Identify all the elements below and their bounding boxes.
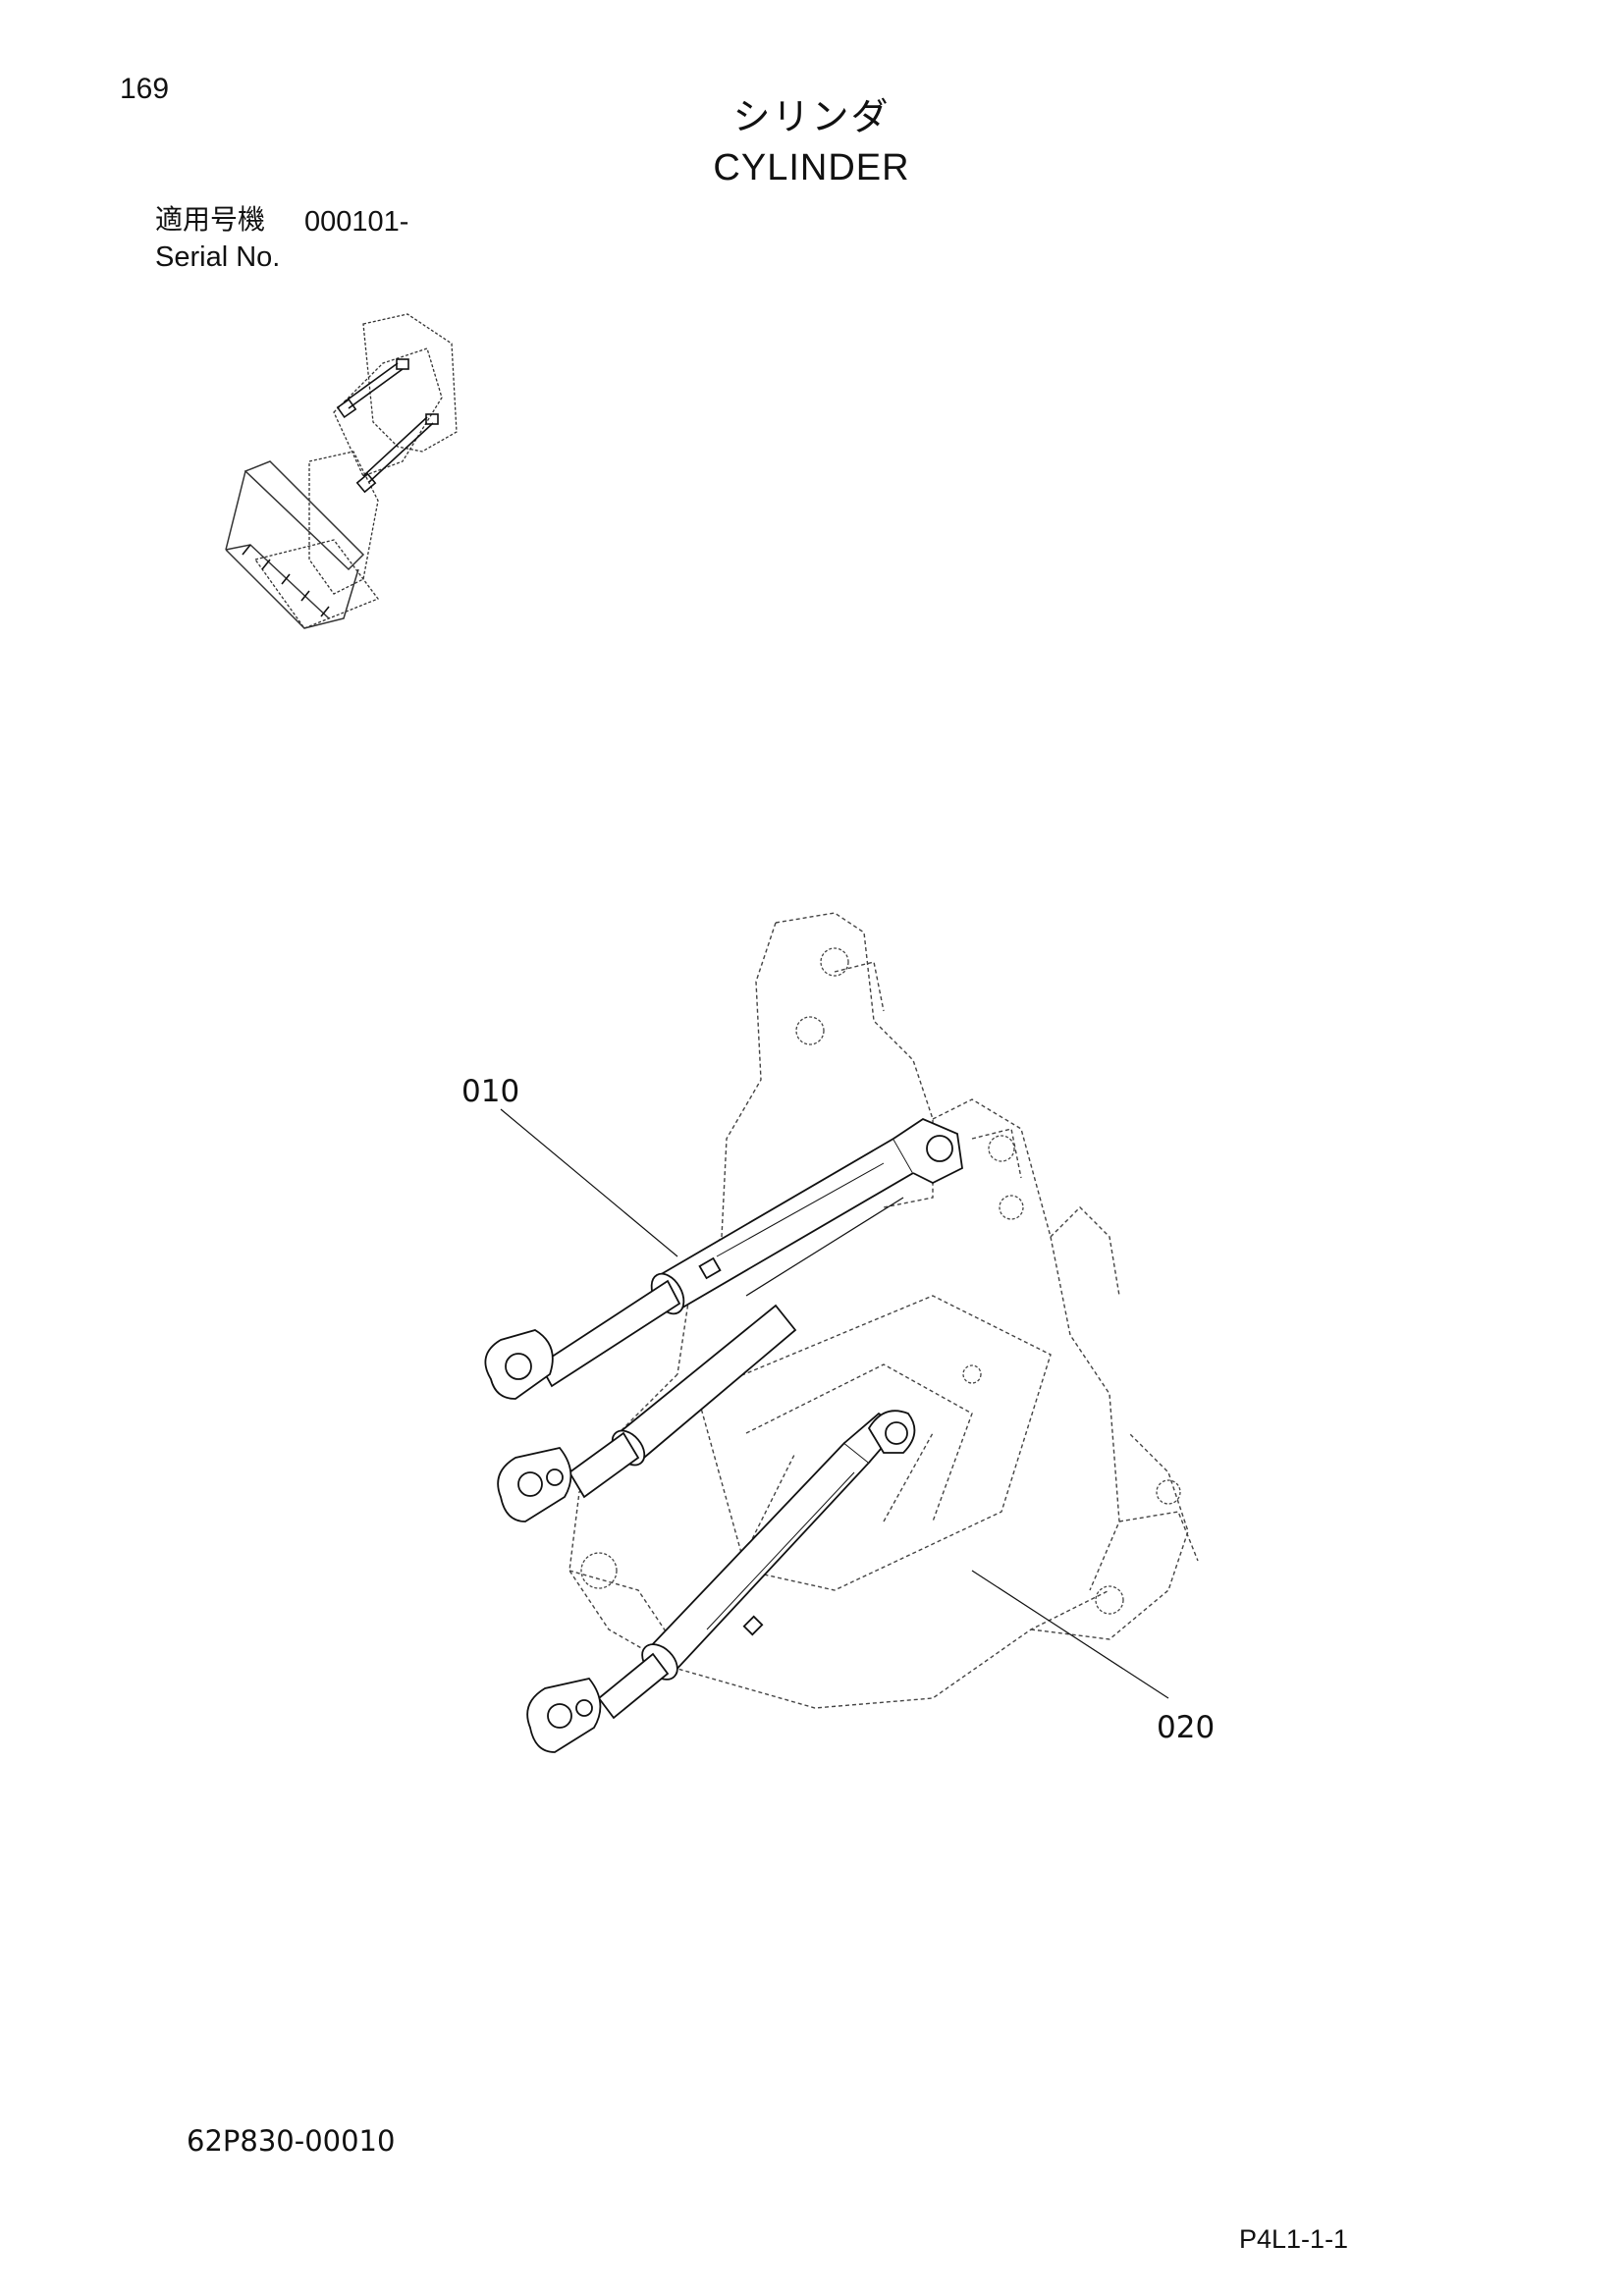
callout-020: 020 [1157, 1710, 1215, 1745]
cylinder-010-second [497, 1304, 797, 1522]
page-number: 169 [120, 73, 170, 105]
callout-leaders [500, 1108, 1169, 1699]
cylinder-010 [484, 1117, 963, 1400]
page-title-english: CYLINDER [713, 147, 910, 188]
cylinder-assembly-illustration: 010 020 [461, 912, 1215, 1753]
page-title-japanese: シリンダ [732, 95, 891, 138]
callout-010: 010 [461, 1074, 519, 1109]
frame-holes [580, 947, 1181, 1615]
serial-label-japanese: 適用号機 [155, 203, 266, 236]
cylinder-020 [526, 1410, 916, 1753]
serial-label-english: Serial No. [155, 241, 281, 273]
drawing-number: 62P830-00010 [187, 2124, 396, 2158]
loader-locator-illustration [225, 313, 458, 629]
page-code: P4L1-1-1 [1239, 2224, 1349, 2254]
serial-range: 000101- [304, 206, 409, 238]
